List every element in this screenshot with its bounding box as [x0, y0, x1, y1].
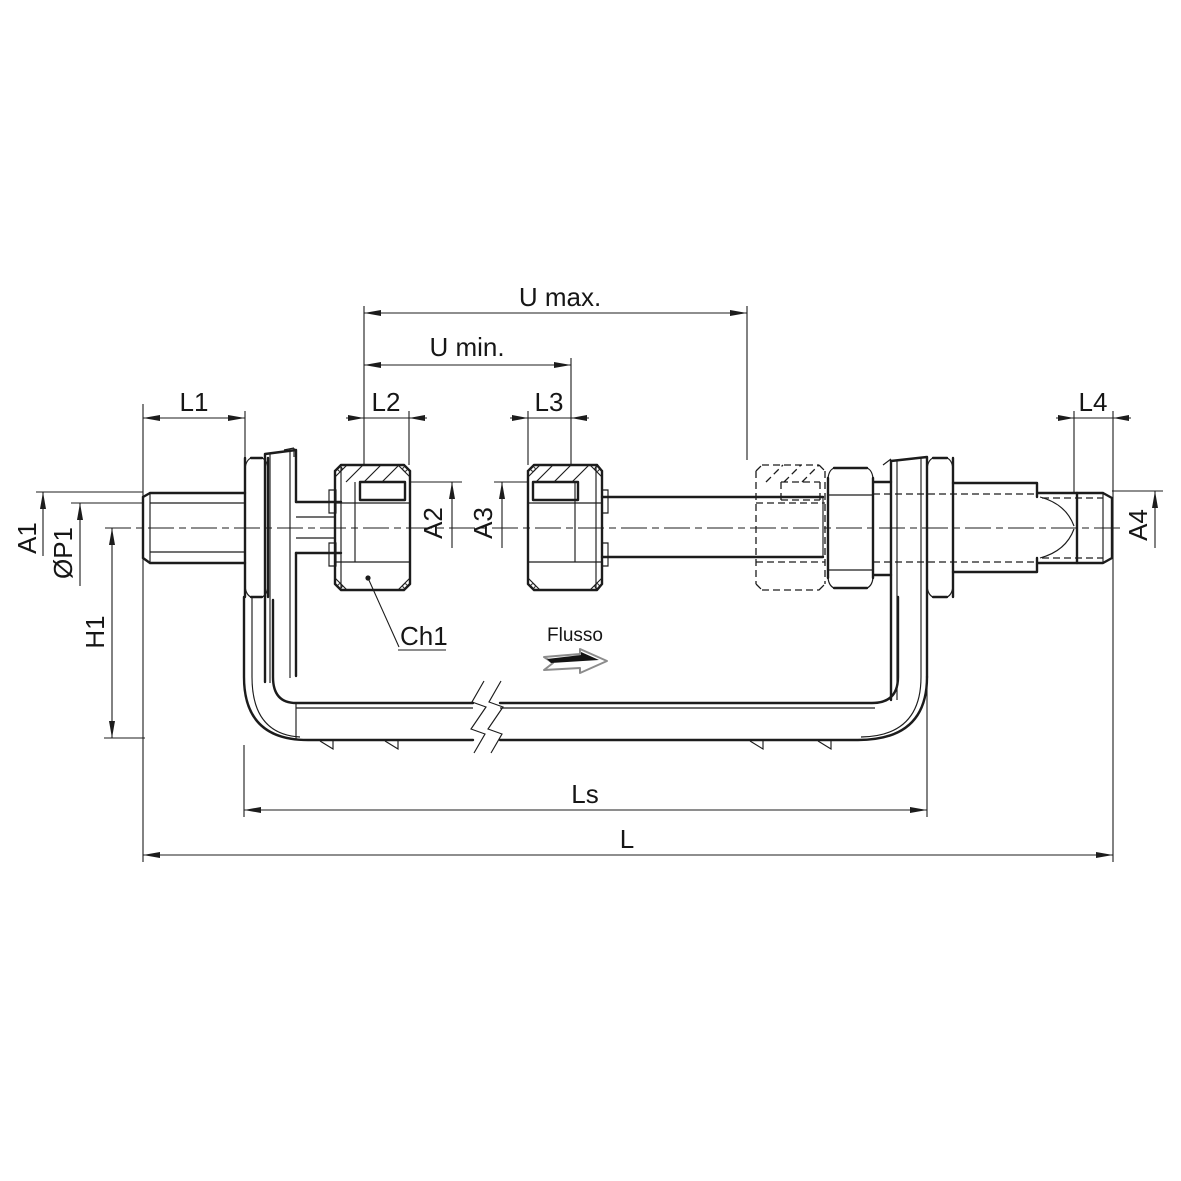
dim-h1: H1 — [80, 615, 110, 648]
dim-u-max: U max. — [519, 282, 601, 312]
dim-u-min: U min. — [429, 332, 504, 362]
dimension-labels: U max. U min. L1 L2 L3 L4 Ls L A1 ØP1 H1… — [12, 282, 1153, 854]
dim-p1: ØP1 — [48, 527, 78, 579]
dim-a1: A1 — [12, 522, 42, 554]
dim-l2: L2 — [372, 387, 401, 417]
right-bulkhead-hex — [926, 456, 955, 599]
u-tube — [242, 595, 929, 742]
swivel-nut-l3 — [526, 463, 604, 592]
dim-a4: A4 — [1123, 509, 1153, 541]
dim-a2: A2 — [418, 507, 448, 539]
dim-ls: Ls — [571, 779, 598, 809]
swivel-nut-l2 — [333, 463, 412, 592]
dimension-lines — [40, 310, 1158, 858]
left-short-pipe — [294, 489, 343, 567]
flow-indicator: Flusso — [543, 625, 608, 674]
right-threaded-body — [951, 481, 1103, 574]
right-hex-adapter — [826, 466, 1037, 590]
dim-a3: A3 — [468, 507, 498, 539]
ch1-label: Ch1 — [400, 621, 448, 651]
right-bracket-plate — [882, 455, 929, 702]
left-bracket-plate — [263, 447, 298, 684]
dim-l: L — [620, 824, 634, 854]
right-male-end — [1075, 491, 1114, 565]
middle-pipe — [600, 489, 825, 567]
break-symbol — [470, 680, 504, 754]
dim-l1: L1 — [180, 387, 209, 417]
phantom-nut — [755, 464, 826, 591]
tube-clips — [319, 740, 832, 751]
extension-lines — [36, 306, 1163, 862]
flow-label: Flusso — [547, 625, 603, 646]
ch1-callout: Ch1 — [365, 575, 448, 651]
dim-l3: L3 — [535, 387, 564, 417]
dim-l4: L4 — [1079, 387, 1108, 417]
